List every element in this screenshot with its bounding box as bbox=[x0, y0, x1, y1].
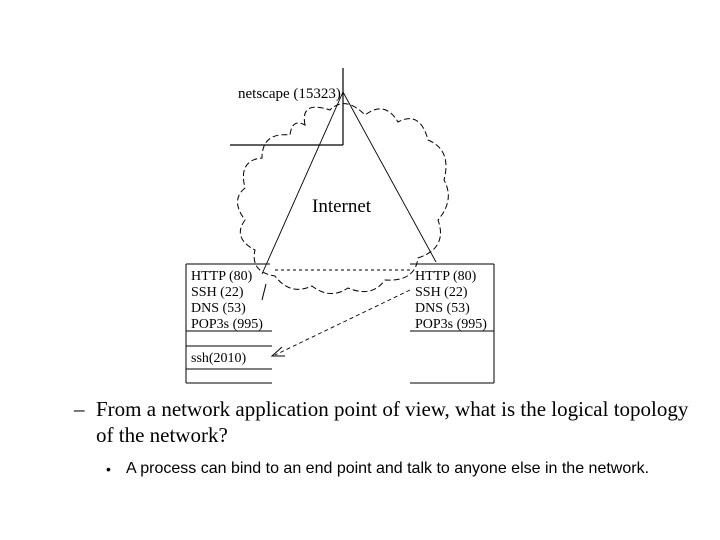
sub-bullet: • A process can bind to an end point and… bbox=[106, 458, 686, 480]
sub-bullet-text: A process can bind to an end point and t… bbox=[126, 460, 650, 477]
dot-marker: • bbox=[106, 461, 111, 477]
main-bullet: – From a network application point of vi… bbox=[74, 396, 704, 448]
left-service-dns: DNS (53) bbox=[191, 301, 246, 316]
right-service-dns: DNS (53) bbox=[415, 301, 470, 316]
link-top-to-left-http bbox=[261, 91, 344, 275]
right-service-pop3s: POP3s (995) bbox=[415, 317, 487, 332]
right-host: HTTP (80) SSH (22) DNS (53) POP3s (995) bbox=[410, 263, 495, 384]
left-service-http: HTTP (80) bbox=[191, 269, 253, 284]
link-right-ssh-to-left-ssh-client bbox=[274, 289, 411, 356]
link-left-ssh-marker bbox=[261, 283, 267, 301]
cloud-label: Internet bbox=[312, 196, 372, 217]
left-service-pop3s: POP3s (995) bbox=[191, 317, 263, 332]
right-service-http: HTTP (80) bbox=[415, 269, 477, 284]
main-bullet-text: From a network application point of view… bbox=[96, 397, 689, 447]
left-client-port: ssh(2010) bbox=[191, 351, 247, 366]
left-service-ssh: SSH (22) bbox=[191, 285, 244, 300]
arrowhead-left-client bbox=[270, 346, 285, 357]
dash-marker: – bbox=[74, 397, 85, 421]
right-service-ssh: SSH (22) bbox=[415, 285, 468, 300]
link-top-to-right-http bbox=[342, 91, 437, 263]
left-host: HTTP (80) SSH (22) DNS (53) POP3s (995) … bbox=[185, 263, 272, 384]
top-host-label: netscape (15323) bbox=[238, 86, 341, 102]
network-topology-diagram: netscape (15323) Internet HTTP (80) SSH … bbox=[185, 68, 495, 384]
